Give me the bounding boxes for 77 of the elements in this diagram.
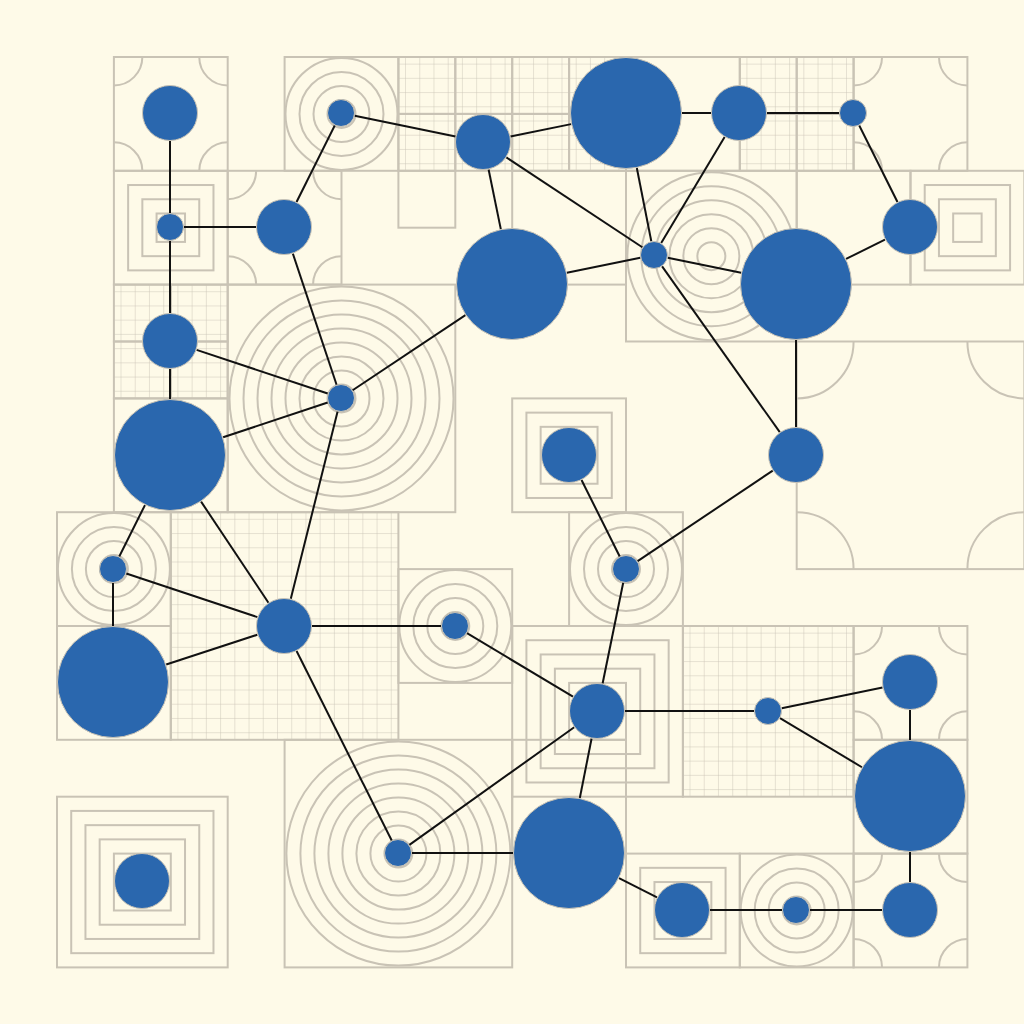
connector-line: [165, 633, 259, 666]
circle-node: [654, 882, 710, 938]
connector-line: [291, 252, 338, 386]
circle-node: [541, 427, 597, 483]
circle-node: [57, 626, 169, 738]
connector-line: [909, 709, 911, 741]
connector-line: [295, 650, 393, 842]
connector-line: [195, 348, 329, 395]
circle-node: [441, 612, 469, 640]
connector-line: [624, 710, 755, 712]
circle-node: [513, 797, 625, 909]
connector-line: [601, 581, 625, 685]
circle-node: [640, 241, 668, 269]
connector-line: [295, 124, 336, 203]
circle-node: [99, 555, 127, 583]
circle-node: [114, 853, 170, 909]
connector-line: [666, 256, 743, 274]
connector-line: [809, 909, 883, 911]
connector-line: [505, 156, 644, 249]
circle-node: [854, 740, 966, 852]
circle-node: [142, 85, 198, 141]
connector-line: [635, 166, 653, 243]
circle-node: [256, 598, 312, 654]
circle-node: [839, 99, 867, 127]
connector-line: [351, 314, 467, 392]
circle-node: [142, 313, 198, 369]
connector-line: [118, 504, 146, 558]
connector-line: [509, 123, 573, 138]
connector-line: [183, 226, 257, 228]
connector-line: [200, 500, 270, 604]
connector-line: [487, 168, 502, 231]
circle-node: [569, 683, 625, 739]
connector-line: [466, 632, 574, 698]
connector-line: [795, 339, 797, 428]
circle-node: [782, 896, 810, 924]
connector-line: [618, 877, 658, 899]
connector-line: [636, 469, 774, 563]
connector-line: [565, 256, 642, 274]
connector-line: [580, 479, 621, 558]
connector-line: [222, 401, 329, 439]
circle-node: [612, 555, 640, 583]
circle-node: [754, 697, 782, 725]
circle-node: [384, 839, 412, 867]
connector-line: [681, 112, 712, 114]
connector-line: [411, 852, 514, 854]
connector-line: [661, 265, 781, 434]
connector-line: [112, 582, 114, 627]
connector-line: [779, 717, 863, 769]
connector-line: [125, 572, 259, 619]
connector-line: [709, 909, 783, 911]
circle-node: [455, 114, 511, 170]
circle-node: [882, 882, 938, 938]
circle-node: [327, 384, 355, 412]
circle-node: [570, 57, 682, 169]
circle-node: [114, 399, 226, 511]
circle-node: [768, 427, 824, 483]
connector-line: [766, 112, 840, 114]
connector-line: [353, 114, 457, 138]
connector-line: [169, 368, 171, 400]
circle-node: [327, 99, 355, 127]
circle-node: [882, 199, 938, 255]
circle-node: [740, 228, 852, 340]
connector-line: [408, 726, 576, 846]
connector-line: [858, 124, 899, 203]
connector-line: [289, 410, 339, 600]
connector-line: [169, 140, 171, 214]
connector-line: [845, 238, 886, 260]
connector-line: [780, 686, 884, 710]
connector-line: [169, 240, 171, 314]
connector-line: [909, 851, 911, 883]
circle-node: [256, 199, 312, 255]
circle-node: [156, 213, 184, 241]
connector-line: [311, 625, 442, 627]
circle-node: [711, 85, 767, 141]
connector-line: [578, 737, 593, 800]
connector-line: [660, 136, 726, 244]
circle-node: [882, 654, 938, 710]
